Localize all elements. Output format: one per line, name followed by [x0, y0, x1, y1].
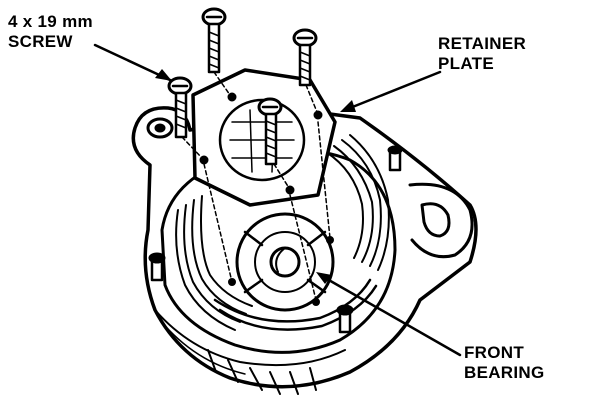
stator-windings: [175, 134, 390, 331]
front-bearing-label-line2: BEARING: [464, 363, 545, 382]
screw-leader-arrow: [93, 43, 172, 82]
screw: [167, 76, 233, 283]
retainer-leader-arrow: [343, 70, 442, 112]
bearing-leader-arrow: [318, 273, 462, 357]
screw: [201, 7, 231, 96]
retainer-plate-label: RETAINER PLATE: [438, 34, 526, 74]
screw: [257, 97, 331, 301]
screw-label: 4 x 19 mm SCREW: [8, 12, 93, 52]
front-bearing-label: FRONT BEARING: [464, 343, 545, 383]
bearing-arrowhead: [316, 272, 332, 284]
mounting-ear-right: [408, 182, 474, 259]
front-bearing-label-line1: FRONT: [464, 343, 525, 362]
retainer-plate: [191, 68, 337, 207]
terminal-stud: [148, 145, 403, 334]
screw: [292, 28, 318, 113]
retainer-arrowhead: [340, 100, 356, 112]
screw-arrowhead: [155, 69, 172, 81]
retainer-plate-label-line1: RETAINER: [438, 34, 527, 53]
retainer-plate-label-line2: PLATE: [438, 54, 494, 73]
mounting-ear: [146, 117, 174, 139]
screw-label-line1: 4 x 19 mm: [8, 12, 93, 31]
leader-arrows: [93, 43, 462, 357]
screw-label-line2: SCREW: [8, 32, 73, 51]
front-bearing: [228, 212, 335, 312]
